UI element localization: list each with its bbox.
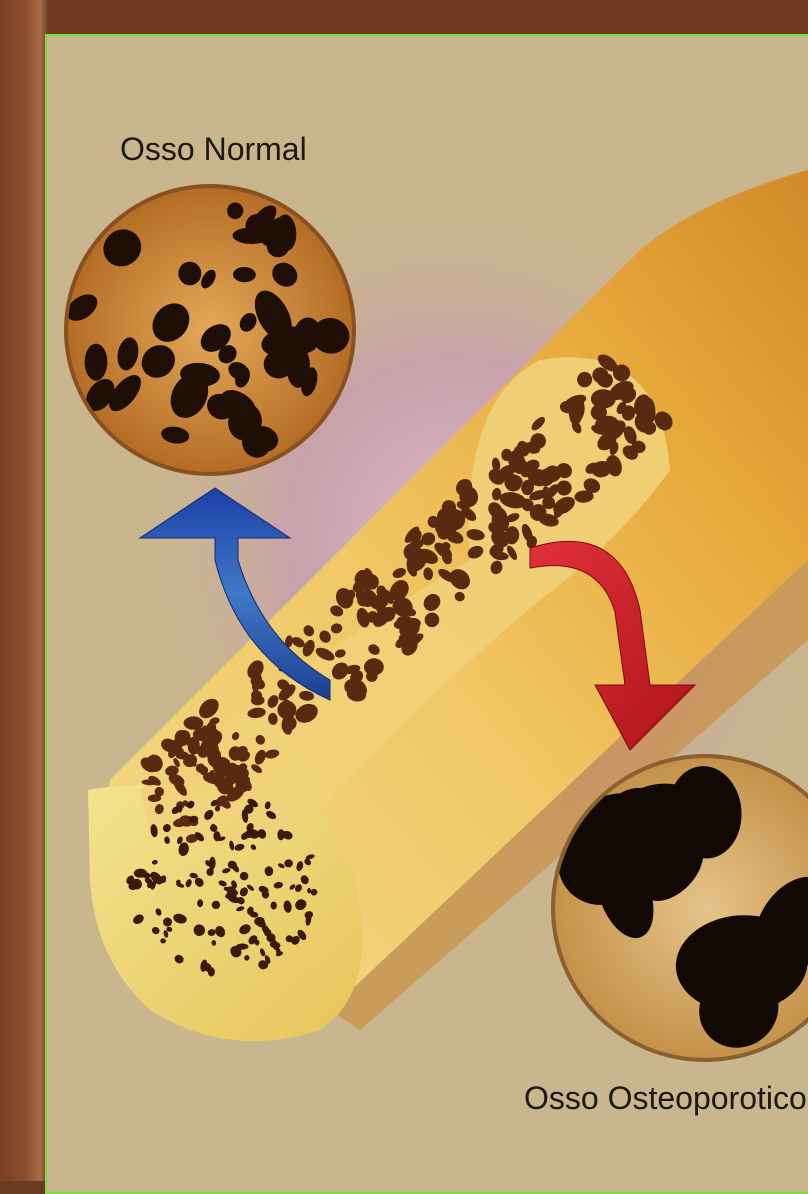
normal-bone-label: Osso Normal [120,131,307,168]
trabecular-hole [85,344,108,381]
pore [286,935,293,942]
osteoporotic-bone-label: Osso Osteoporotico [524,1080,807,1117]
pore [366,671,378,682]
